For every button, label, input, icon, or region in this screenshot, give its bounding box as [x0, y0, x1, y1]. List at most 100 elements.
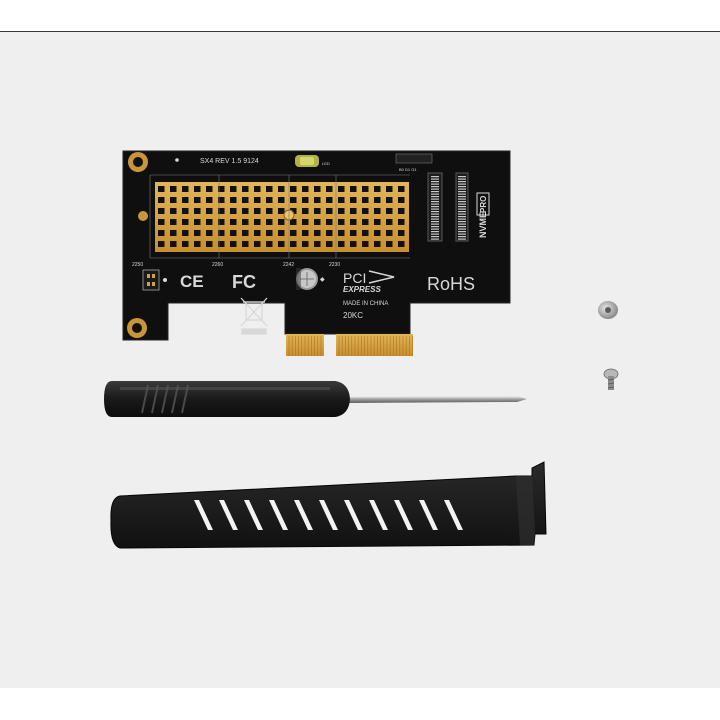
pad-void: [242, 219, 249, 225]
screwdriver-handle: [104, 381, 350, 417]
pad-void: [338, 230, 345, 236]
pad-void: [170, 197, 177, 203]
fc-mark: FC: [232, 272, 256, 292]
pad-void: [278, 208, 285, 214]
pad-void: [302, 186, 309, 192]
part-mark: B0 D1 G1: [399, 167, 417, 172]
pad-void: [278, 197, 285, 203]
pad-void: [362, 241, 369, 247]
socket-pin: [431, 188, 439, 190]
pad-void: [170, 186, 177, 192]
vent-slot: [344, 500, 363, 530]
pad-void: [314, 241, 321, 247]
pad-void: [266, 230, 273, 236]
pad-void: [398, 208, 405, 214]
socket-pin: [458, 206, 466, 208]
pad-void: [266, 219, 273, 225]
pad-void: [290, 197, 297, 203]
pad-void: [350, 219, 357, 225]
silkscreen-guides: [149, 174, 410, 259]
socket-pin: [431, 221, 439, 223]
vent-slot: [244, 500, 263, 530]
socket-pin: [458, 218, 466, 220]
socket-pin: [458, 191, 466, 193]
socket-pin: [458, 238, 466, 240]
socket-pin: [431, 178, 439, 180]
socket-pin: [431, 238, 439, 240]
socket-pin: [431, 236, 439, 238]
pad-void: [182, 219, 189, 225]
pad-void: [350, 230, 357, 236]
vent-slot: [369, 500, 388, 530]
vent-slot: [294, 500, 313, 530]
pad-void: [158, 230, 165, 236]
pad-void: [218, 219, 225, 225]
pad-void: [290, 186, 297, 192]
pad-void: [254, 208, 261, 214]
pad-void: [230, 241, 237, 247]
pad-void: [290, 230, 297, 236]
socket-pin: [458, 183, 466, 185]
pad-void: [326, 208, 333, 214]
vent-slot: [444, 500, 463, 530]
pad-void: [194, 241, 201, 247]
size-label: 2260: [212, 262, 223, 268]
pad-void: [230, 197, 237, 203]
pad-void: [338, 186, 345, 192]
pad-void: [206, 186, 213, 192]
pad-void: [206, 219, 213, 225]
power-connector: [142, 269, 167, 291]
socket-pin: [458, 203, 466, 205]
pad-void: [254, 230, 261, 236]
size-label: 2242: [283, 262, 294, 268]
standoff-hole-2280: [138, 211, 148, 221]
pad-void: [338, 208, 345, 214]
vent-slot: [269, 500, 288, 530]
socket-pin: [458, 216, 466, 218]
pad-void: [158, 197, 165, 203]
pad-void: [218, 186, 225, 192]
socket-pin: [431, 191, 439, 193]
pad-void: [158, 241, 165, 247]
pad-void: [302, 208, 309, 214]
socket-pin: [458, 226, 466, 228]
socket-pin: [431, 201, 439, 203]
revision-label: SX4 REV 1.5 9124: [200, 158, 259, 165]
socket-pin: [458, 231, 466, 233]
pad-void: [290, 208, 297, 214]
pad-void: [374, 241, 381, 247]
pad-void: [242, 230, 249, 236]
pad-void: [350, 186, 357, 192]
socket-pin: [458, 178, 466, 180]
socket-pin: [431, 223, 439, 225]
pad-void: [266, 208, 273, 214]
socket-pin: [431, 198, 439, 200]
socket-pin: [458, 213, 466, 215]
m2-socket: [427, 172, 469, 242]
pad-void: [194, 230, 201, 236]
pad-void: [170, 208, 177, 214]
silk-mark: ◆: [320, 277, 325, 283]
pad-void: [374, 197, 381, 203]
pad-void: [302, 197, 309, 203]
pad-void: [194, 197, 201, 203]
socket-pin: [458, 208, 466, 210]
socket-pin: [431, 218, 439, 220]
pci-express-logo: PCI EXPRESS: [343, 270, 395, 294]
pad-void: [158, 208, 165, 214]
socket-pin: [458, 188, 466, 190]
pad-void: [182, 197, 189, 203]
socket-pin: [431, 206, 439, 208]
pad-void: [206, 197, 213, 203]
pad-void: [326, 197, 333, 203]
socket-pin: [431, 176, 439, 178]
pad-void: [398, 241, 405, 247]
pad-void: [398, 230, 405, 236]
pad-void: [398, 219, 405, 225]
low-profile-bracket: [110, 461, 547, 549]
screwdriver: [104, 381, 527, 417]
size-label: 2250: [132, 262, 143, 268]
adapter-card: B0 D1 G1 LED SX4 REV 1.5 9124 2250 2260 …: [122, 150, 511, 356]
pad-void: [242, 241, 249, 247]
nvme-text: NVME: [478, 212, 488, 238]
